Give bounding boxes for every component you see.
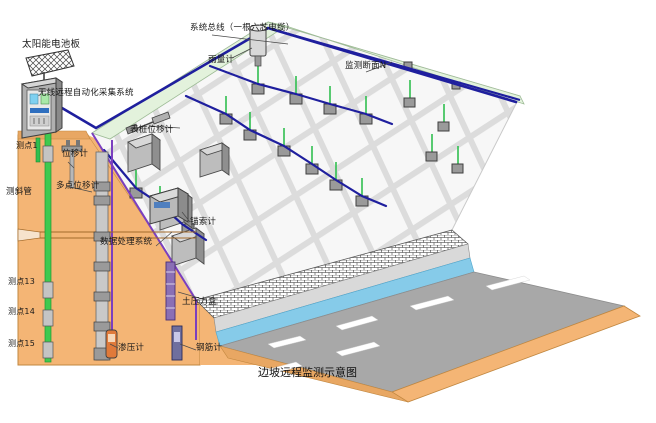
displacement-meter-rod [61, 140, 83, 189]
label-rain-gauge: 雨量计 [208, 55, 235, 65]
earth-pressure-cell [165, 261, 176, 321]
retaining-wall-brick [195, 229, 475, 347]
label-pore-pressure-gauge: 渗压计 [118, 343, 145, 353]
anchor-head [127, 133, 161, 173]
label-point-1: 测点1 [16, 141, 38, 150]
data-processing-unit [148, 187, 190, 225]
label-point-13: 测点13 [8, 277, 35, 286]
pore-pressure-gauge [105, 329, 118, 359]
inclinometer-sensor [42, 341, 54, 359]
downlead-cable-purple [91, 132, 197, 358]
label-wireless-system: 无线远程自动化采集系统 [38, 88, 134, 98]
leader-lines [65, 34, 393, 351]
inclinometer-sensor [42, 145, 54, 163]
label-earth-pressure-cell: 土压力盒 [182, 297, 217, 307]
system-bus-cable [60, 26, 521, 130]
label-data-processing-system: 数据处理系统 [100, 237, 153, 247]
label-anchor-cable-meter: 锚索计 [190, 217, 217, 227]
label-monitoring-section-n: 监测断面N [345, 61, 387, 71]
inclinometer-tube [42, 131, 54, 363]
slope-crest-band [91, 21, 525, 140]
diagram-title: 边坡远程监测示意图 [258, 366, 357, 379]
road-surface [218, 271, 641, 403]
road-lane-markings [257, 275, 531, 377]
label-solar-panel: 太阳能电池板 [22, 39, 81, 50]
label-surface-pile-meter: 表桩位移计 [130, 125, 174, 135]
label-inclinometer-tube: 测斜管 [6, 187, 33, 197]
anchor-head [199, 142, 230, 178]
inclinometer-sensor [42, 281, 54, 299]
label-point-14: 测点14 [8, 307, 35, 316]
label-rebar-gauge: 钢筋计 [196, 343, 223, 353]
cabinet-support-post [35, 137, 41, 163]
label-system-bus: 系统总线（一根六芯电缆） [190, 23, 295, 33]
acquisition-cabinet [20, 77, 64, 139]
inclinometer-sensor [42, 309, 54, 327]
label-multipoint-displacement-meter: 多点位移计 [56, 181, 100, 191]
surface-pile-displacement-meter [125, 111, 171, 135]
buried-cable-connector [17, 228, 41, 242]
rebar-gauge [171, 325, 183, 361]
rain-gauge [249, 24, 267, 67]
label-displacement-meter: 位移计 [62, 149, 89, 159]
label-point-15: 测点15 [8, 339, 35, 348]
